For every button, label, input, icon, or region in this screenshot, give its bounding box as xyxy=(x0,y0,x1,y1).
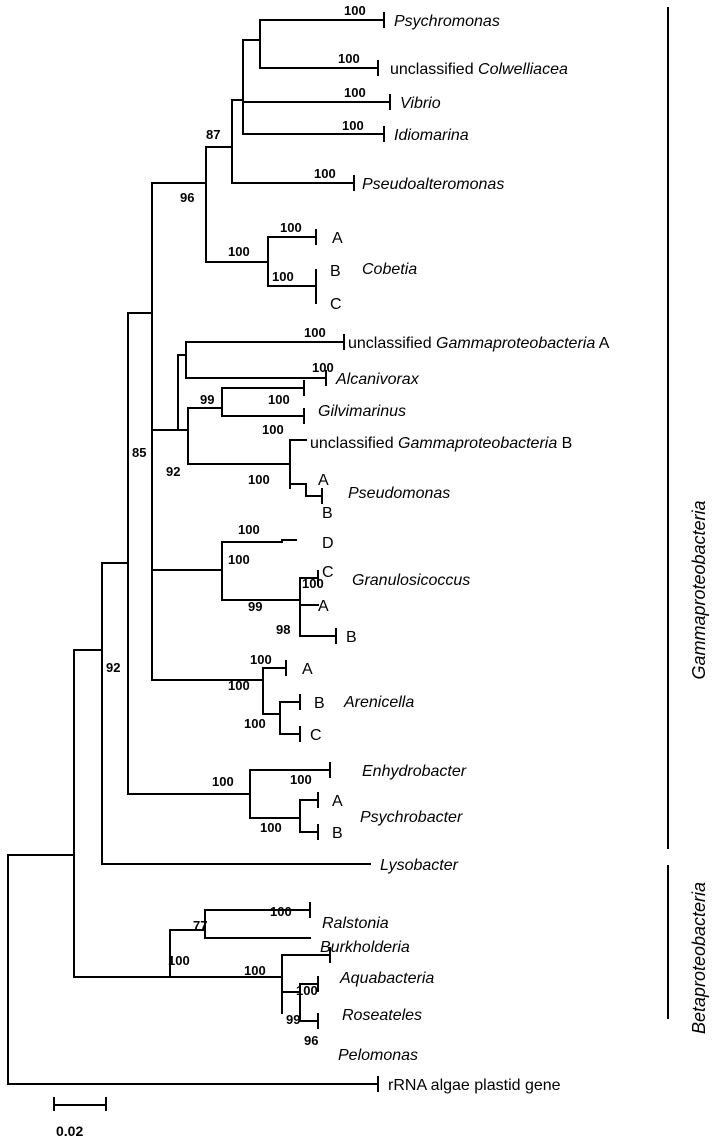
taxon-psychrobacter: Psychrobacter xyxy=(360,809,463,826)
bootstrap-psychrobacter: 100 xyxy=(260,820,282,835)
taxon-gilvimarinus: Gilvimarinus xyxy=(318,403,406,420)
bootstrap-99-beta: 99 xyxy=(286,1012,300,1027)
taxon-arenicella-a: A xyxy=(302,661,313,678)
taxon-idiomarina: Idiomarina xyxy=(394,127,469,144)
bootstrap-gilvimarinus: 100 xyxy=(268,392,290,407)
bootstrap-granulo: 100 xyxy=(228,552,250,567)
bootstrap-87: 87 xyxy=(206,127,220,142)
bootstrap-granulo-d: 100 xyxy=(238,522,260,537)
bootstrap-pseudoalteromonas: 100 xyxy=(314,166,336,181)
bootstrap-gamma-a: 100 xyxy=(304,325,326,340)
bootstrap-98: 98 xyxy=(276,622,290,637)
taxon-pseudoalteromonas: Pseudoalteromonas xyxy=(362,176,504,193)
bootstrap-granulo-c: 100 xyxy=(302,576,324,591)
taxon-granulosicoccus: Granulosicoccus xyxy=(352,572,470,589)
taxon-lysobacter: Lysobacter xyxy=(380,857,459,874)
bootstrap-enhydrobacter: 100 xyxy=(290,772,312,787)
taxon-arenicella-c: C xyxy=(310,727,322,744)
taxon-ralstonia: Ralstonia xyxy=(322,915,389,932)
taxon-pseudomonas-b: B xyxy=(322,505,333,522)
taxon-pseudomonas: Pseudomonas xyxy=(348,485,450,502)
taxon-enhydrobacter: Enhydrobacter xyxy=(362,763,467,780)
bootstrap-psychrobacter-group: 100 xyxy=(212,774,234,789)
bootstrap-99-granulo: 99 xyxy=(248,599,262,614)
bootstrap-arenicella-bc: 100 xyxy=(244,716,266,731)
taxon-granulo-a: A xyxy=(318,598,329,615)
bootstrap-aquabacteria: 100 xyxy=(296,983,318,998)
bootstrap-colwelliacea: 100 xyxy=(338,51,360,66)
bootstrap-psychromonas: 100 xyxy=(344,3,366,18)
taxon-arenicella: Arenicella xyxy=(343,694,414,711)
bootstrap-pseudomonas: 100 xyxy=(248,472,270,487)
bootstrap-arenicella: 100 xyxy=(228,678,250,693)
bootstrap-cobetia-a: 100 xyxy=(280,220,302,235)
taxon-cobetia-c: C xyxy=(330,296,342,313)
bootstrap-aqua-group: 100 xyxy=(244,963,266,978)
bootstrap-85: 85 xyxy=(132,445,146,460)
bootstrap-ralstonia: 100 xyxy=(270,904,292,919)
taxon-pelomonas: Pelomonas xyxy=(338,1047,418,1064)
taxon-cobetia-b: B xyxy=(330,263,341,280)
beta-group-label: Betaproteobacteria xyxy=(689,882,709,1034)
bootstrap-gamma-b: 100 xyxy=(262,422,284,437)
bootstrap-92-lower: 92 xyxy=(106,660,120,675)
taxon-aquabacteria: Aquabacteria xyxy=(339,970,434,987)
bootstrap-arenicella-a: 100 xyxy=(250,652,272,667)
tree-labels: Psychromonas unclassified ColwelliaceaVib… xyxy=(302,13,610,1094)
taxon-psychrobacter-b: B xyxy=(332,825,343,842)
bootstrap-77: 77 xyxy=(193,918,207,933)
bootstrap-cobetia-bc: 100 xyxy=(272,269,294,284)
taxon-gamma-a: unclassified Gammaproteobacteria A xyxy=(348,335,610,352)
bootstrap-vibrio: 100 xyxy=(344,85,366,100)
taxon-pseudomonas-a: A xyxy=(318,472,329,489)
taxon-alcanivorax: Alcanivorax xyxy=(335,371,420,388)
taxon-plastid: rRNA algae plastid gene xyxy=(388,1077,561,1094)
bootstrap-beta: 100 xyxy=(168,953,190,968)
taxon-granulo-b: B xyxy=(346,629,357,646)
taxon-granulo-d: D xyxy=(322,535,334,552)
taxon-roseateles: Roseateles xyxy=(342,1007,422,1024)
taxon-vibrio: Vibrio xyxy=(400,95,441,112)
bootstrap-96: 96 xyxy=(180,190,194,205)
bootstrap-99-gilv: 99 xyxy=(200,392,214,407)
bootstrap-alcanivorax: 100 xyxy=(312,360,334,375)
scale-bar-label: 0.02 xyxy=(56,1123,83,1139)
bootstrap-96-beta: 96 xyxy=(304,1033,318,1048)
tree-branches xyxy=(7,12,391,1092)
taxon-psychrobacter-a: A xyxy=(332,793,343,810)
taxon-psychromonas: Psychromonas xyxy=(394,13,500,30)
taxon-arenicella-b: B xyxy=(314,695,325,712)
gamma-group-label: Gammaproteobacteria xyxy=(689,500,709,679)
bootstrap-92-upper: 92 xyxy=(166,464,180,479)
taxon-burkholderia: Burkholderia xyxy=(320,939,410,956)
taxon-granulo-c: C xyxy=(322,564,334,581)
taxon-colwelliacea: unclassified Colwelliacea xyxy=(390,61,568,78)
bootstrap-idiomarina: 100 xyxy=(342,118,364,133)
taxon-cobetia: Cobetia xyxy=(362,261,417,278)
taxon-gamma-b: unclassified Gammaproteobacteria B xyxy=(310,435,572,452)
taxon-cobetia-a: A xyxy=(332,230,343,247)
bootstrap-cobetia: 100 xyxy=(228,244,250,259)
